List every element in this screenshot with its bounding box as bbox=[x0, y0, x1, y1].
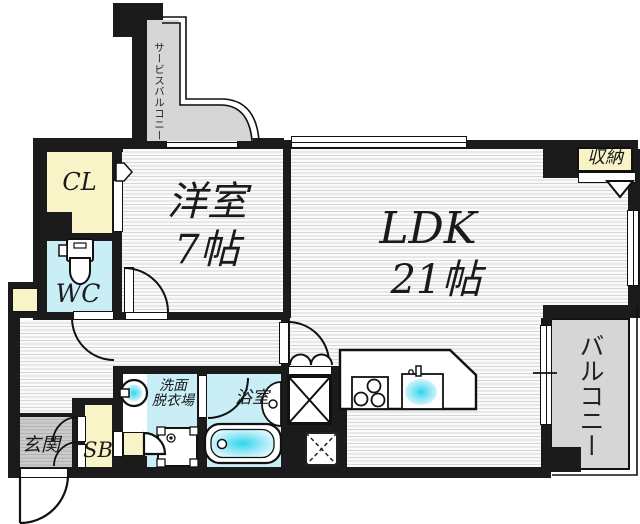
balcony-floor bbox=[550, 318, 630, 470]
shoebox-label: SB bbox=[83, 438, 113, 462]
bathroom-door-arc bbox=[207, 377, 249, 419]
storage-label: 収納 bbox=[587, 147, 623, 168]
wall-cl-wc-divider bbox=[47, 233, 113, 241]
balcony-label: バルコニー bbox=[576, 332, 605, 458]
storage-label-box bbox=[577, 147, 633, 172]
closet-area bbox=[47, 149, 112, 212]
shoebox-door-arcs bbox=[52, 416, 79, 467]
bathroom-door-jamb bbox=[198, 375, 207, 418]
bath-counter-knob bbox=[268, 399, 278, 409]
service-balcony-label: サービスバルコニー bbox=[153, 41, 165, 141]
balcony-window bbox=[540, 325, 552, 425]
niche-box bbox=[12, 288, 38, 312]
pipe-shaft-cross bbox=[287, 375, 332, 425]
wall-service-strip bbox=[132, 37, 147, 143]
western-room-label: 洋室 bbox=[167, 179, 247, 225]
entrance-door-opening bbox=[20, 468, 68, 478]
shoebox-jamb-lower bbox=[77, 444, 86, 468]
closet-area-lower bbox=[72, 212, 112, 235]
ldk-top-window bbox=[291, 136, 467, 148]
washing-pan-marks bbox=[156, 426, 199, 468]
closet-label: CL bbox=[62, 168, 97, 196]
shoebox-area bbox=[85, 405, 112, 467]
stove-burner-3 bbox=[370, 392, 386, 408]
wall-top-left bbox=[33, 138, 123, 152]
kitchen-faucet-dot bbox=[408, 369, 414, 375]
toilet-bowl-icon bbox=[69, 257, 91, 285]
stove-burner-2 bbox=[353, 391, 369, 407]
washroom-label-line2: 脱衣場 bbox=[152, 393, 194, 409]
hall-ldk-door-leaf bbox=[279, 322, 289, 364]
closet-arrow-icon bbox=[115, 162, 134, 182]
western-room-size-label: 7帖 bbox=[174, 227, 240, 273]
western-door-arc bbox=[123, 267, 169, 313]
service-balcony-outline-inner bbox=[162, 22, 253, 142]
shoebox-jamb-upper bbox=[77, 416, 86, 442]
balcony-outer-line bbox=[552, 306, 638, 476]
washroom-door-arc bbox=[142, 431, 167, 456]
wall-western-ldk bbox=[283, 140, 291, 318]
service-balcony-floor bbox=[147, 20, 253, 141]
service-balcony-outline-outer bbox=[162, 16, 260, 142]
wall-cl-right bbox=[112, 149, 122, 320]
room-western-floor bbox=[122, 149, 284, 312]
bathtub-drain bbox=[216, 438, 228, 450]
washroom-door-jamb bbox=[113, 431, 123, 457]
entrance-label: 玄関 bbox=[21, 434, 60, 456]
wall-bottom bbox=[8, 467, 551, 478]
entrance-door-arc bbox=[18, 475, 70, 524]
meter-shaft-cross bbox=[305, 432, 338, 466]
wc-door-leaf bbox=[73, 311, 114, 320]
wc-door-arc bbox=[71, 317, 115, 361]
washroom-black-strip bbox=[123, 456, 147, 467]
stove-burner-1 bbox=[366, 378, 382, 394]
hallway-floor-h bbox=[20, 320, 283, 366]
hall-closet-jamb bbox=[288, 366, 332, 375]
bathroom-label: 浴室 bbox=[235, 388, 269, 408]
basin-spout bbox=[119, 388, 130, 398]
western-door-opening bbox=[125, 312, 168, 320]
wall-wash-bath-divider bbox=[197, 374, 207, 467]
wall-cl-notch bbox=[40, 212, 72, 233]
ldk-size-label: 21帖 bbox=[390, 257, 482, 303]
storage-triangle-icon bbox=[604, 180, 636, 199]
toilet-handle bbox=[58, 244, 68, 257]
kitchen-sink-water bbox=[405, 379, 437, 405]
kitchen-faucet-icon bbox=[415, 365, 422, 377]
wc-label: WC bbox=[55, 279, 101, 308]
wall-washroom-top bbox=[113, 366, 290, 374]
right-wall-window bbox=[627, 210, 639, 286]
hall-ldk-door-arc bbox=[287, 321, 330, 364]
bathtub-water bbox=[210, 428, 275, 459]
toilet-tank-lid bbox=[73, 242, 87, 249]
hall-closet-bifold bbox=[289, 353, 333, 366]
wall-washroom-left bbox=[113, 374, 123, 467]
wall-left-lower bbox=[8, 292, 20, 478]
ldk-label: LDK bbox=[379, 203, 477, 254]
wall-entrance-threshold bbox=[10, 413, 72, 417]
washroom-label-line1: 洗面 bbox=[159, 378, 187, 394]
wall-balcony-top bbox=[543, 305, 640, 318]
